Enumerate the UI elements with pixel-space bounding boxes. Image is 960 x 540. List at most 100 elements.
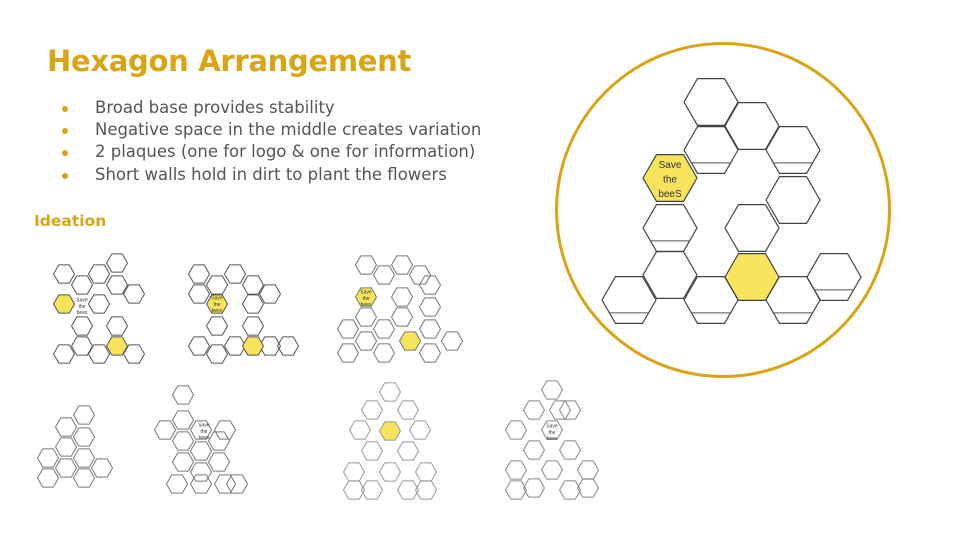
hexagon	[88, 294, 110, 314]
hexagon	[415, 480, 437, 500]
hexagon	[724, 101, 780, 150]
hexagon	[206, 275, 228, 295]
hexagon	[523, 440, 545, 460]
hexagon	[88, 264, 110, 284]
hexagon	[549, 400, 571, 420]
bullet-item: Negative space in the middle creates var…	[62, 119, 481, 141]
hexagon	[172, 452, 194, 472]
highlight-hexagon	[724, 253, 780, 301]
hexagon	[505, 480, 527, 500]
hexagon	[190, 474, 212, 494]
bullet-list: Broad base provides stability Negative s…	[62, 97, 481, 186]
hexagon	[172, 410, 194, 430]
bullet-dot-icon	[62, 172, 68, 179]
hexagon	[190, 462, 212, 482]
hexagon	[208, 452, 230, 472]
plaque-text: beeS	[658, 189, 682, 200]
plaque-text: Save	[659, 160, 682, 171]
hexagon	[73, 405, 95, 425]
plaque-text: the	[201, 429, 208, 435]
bullet-text: 2 plaques (one for logo & one for inform…	[95, 142, 476, 162]
hexagon	[154, 420, 176, 440]
hexagon	[419, 319, 441, 339]
plaque-text: bees	[361, 302, 372, 308]
hexagon	[541, 380, 563, 400]
hexagon	[409, 265, 431, 285]
hexagon	[419, 297, 441, 317]
hexagon	[343, 462, 365, 482]
hexagon	[55, 458, 77, 478]
hexagon	[419, 343, 441, 363]
hexagon	[397, 400, 419, 420]
hexagon	[188, 284, 210, 304]
hexagon	[259, 336, 281, 356]
bullet-item: Short walls hold in dirt to plant the fl…	[62, 164, 481, 186]
hexagon	[190, 420, 212, 440]
hexagon	[123, 284, 145, 304]
hexagon	[642, 251, 698, 299]
highlight-hexagon	[206, 294, 228, 314]
hexagon	[337, 343, 359, 363]
hexagon	[53, 264, 75, 284]
design-circle	[555, 42, 891, 378]
hexagon	[343, 480, 365, 500]
hexagon	[106, 316, 128, 336]
hexagon	[505, 460, 527, 480]
bullet-text: Broad base provides stability	[95, 98, 335, 117]
hexagon	[373, 343, 395, 363]
hexagon	[601, 276, 657, 324]
bullet-item: 2 plaques (one for logo & one for inform…	[62, 141, 481, 163]
bullet-text: Negative space in the middle creates var…	[95, 120, 482, 140]
hexagon	[379, 382, 401, 402]
hexagon	[91, 458, 113, 478]
hexagon	[88, 344, 110, 364]
hexagon	[683, 77, 739, 127]
hexagon	[208, 431, 230, 451]
hexagon	[541, 460, 563, 480]
hexagon	[391, 287, 413, 307]
hexagon	[55, 417, 77, 437]
hexagon	[419, 275, 441, 295]
hexagon	[172, 385, 194, 405]
plaque-text: the	[214, 302, 221, 308]
highlight-hexagon	[399, 331, 421, 351]
hexagon	[391, 307, 413, 327]
hexagon	[373, 319, 395, 339]
hexagon	[559, 480, 581, 500]
hexagon	[190, 441, 212, 461]
hexagon	[206, 344, 228, 364]
hexagon	[683, 276, 739, 324]
hexagon	[397, 441, 419, 461]
hexagon	[361, 400, 383, 420]
hexagon	[355, 331, 377, 351]
hexagon	[55, 437, 77, 457]
bullet-dot-icon	[62, 150, 68, 157]
hexagon	[355, 307, 377, 327]
highlight-hexagon	[379, 421, 401, 441]
ideation-heading: Ideation	[34, 212, 107, 230]
plaque-text: the	[79, 304, 86, 310]
hexagon	[409, 420, 431, 440]
plaque-text: Save	[211, 296, 223, 302]
hexagon	[206, 316, 228, 336]
highlight-hexagon	[642, 154, 698, 202]
hexagon	[577, 460, 599, 480]
bullet-dot-icon	[62, 128, 68, 135]
hexagon	[765, 176, 821, 224]
hexagon	[123, 344, 145, 364]
hexagon	[224, 264, 246, 284]
hexagon	[242, 316, 264, 336]
hexagon	[765, 125, 821, 174]
bullet-dot-icon	[62, 106, 68, 112]
hexagon	[523, 400, 545, 420]
hexagon	[214, 420, 236, 440]
hexagon	[337, 319, 359, 339]
hexagon	[441, 331, 463, 351]
hexagon	[242, 275, 264, 295]
plaque-text: Save	[360, 290, 372, 296]
bullet-item: Broad base provides stability	[62, 97, 481, 119]
hexagon	[214, 474, 236, 494]
hexagon	[559, 440, 581, 460]
plaque-text: bees	[547, 436, 558, 442]
